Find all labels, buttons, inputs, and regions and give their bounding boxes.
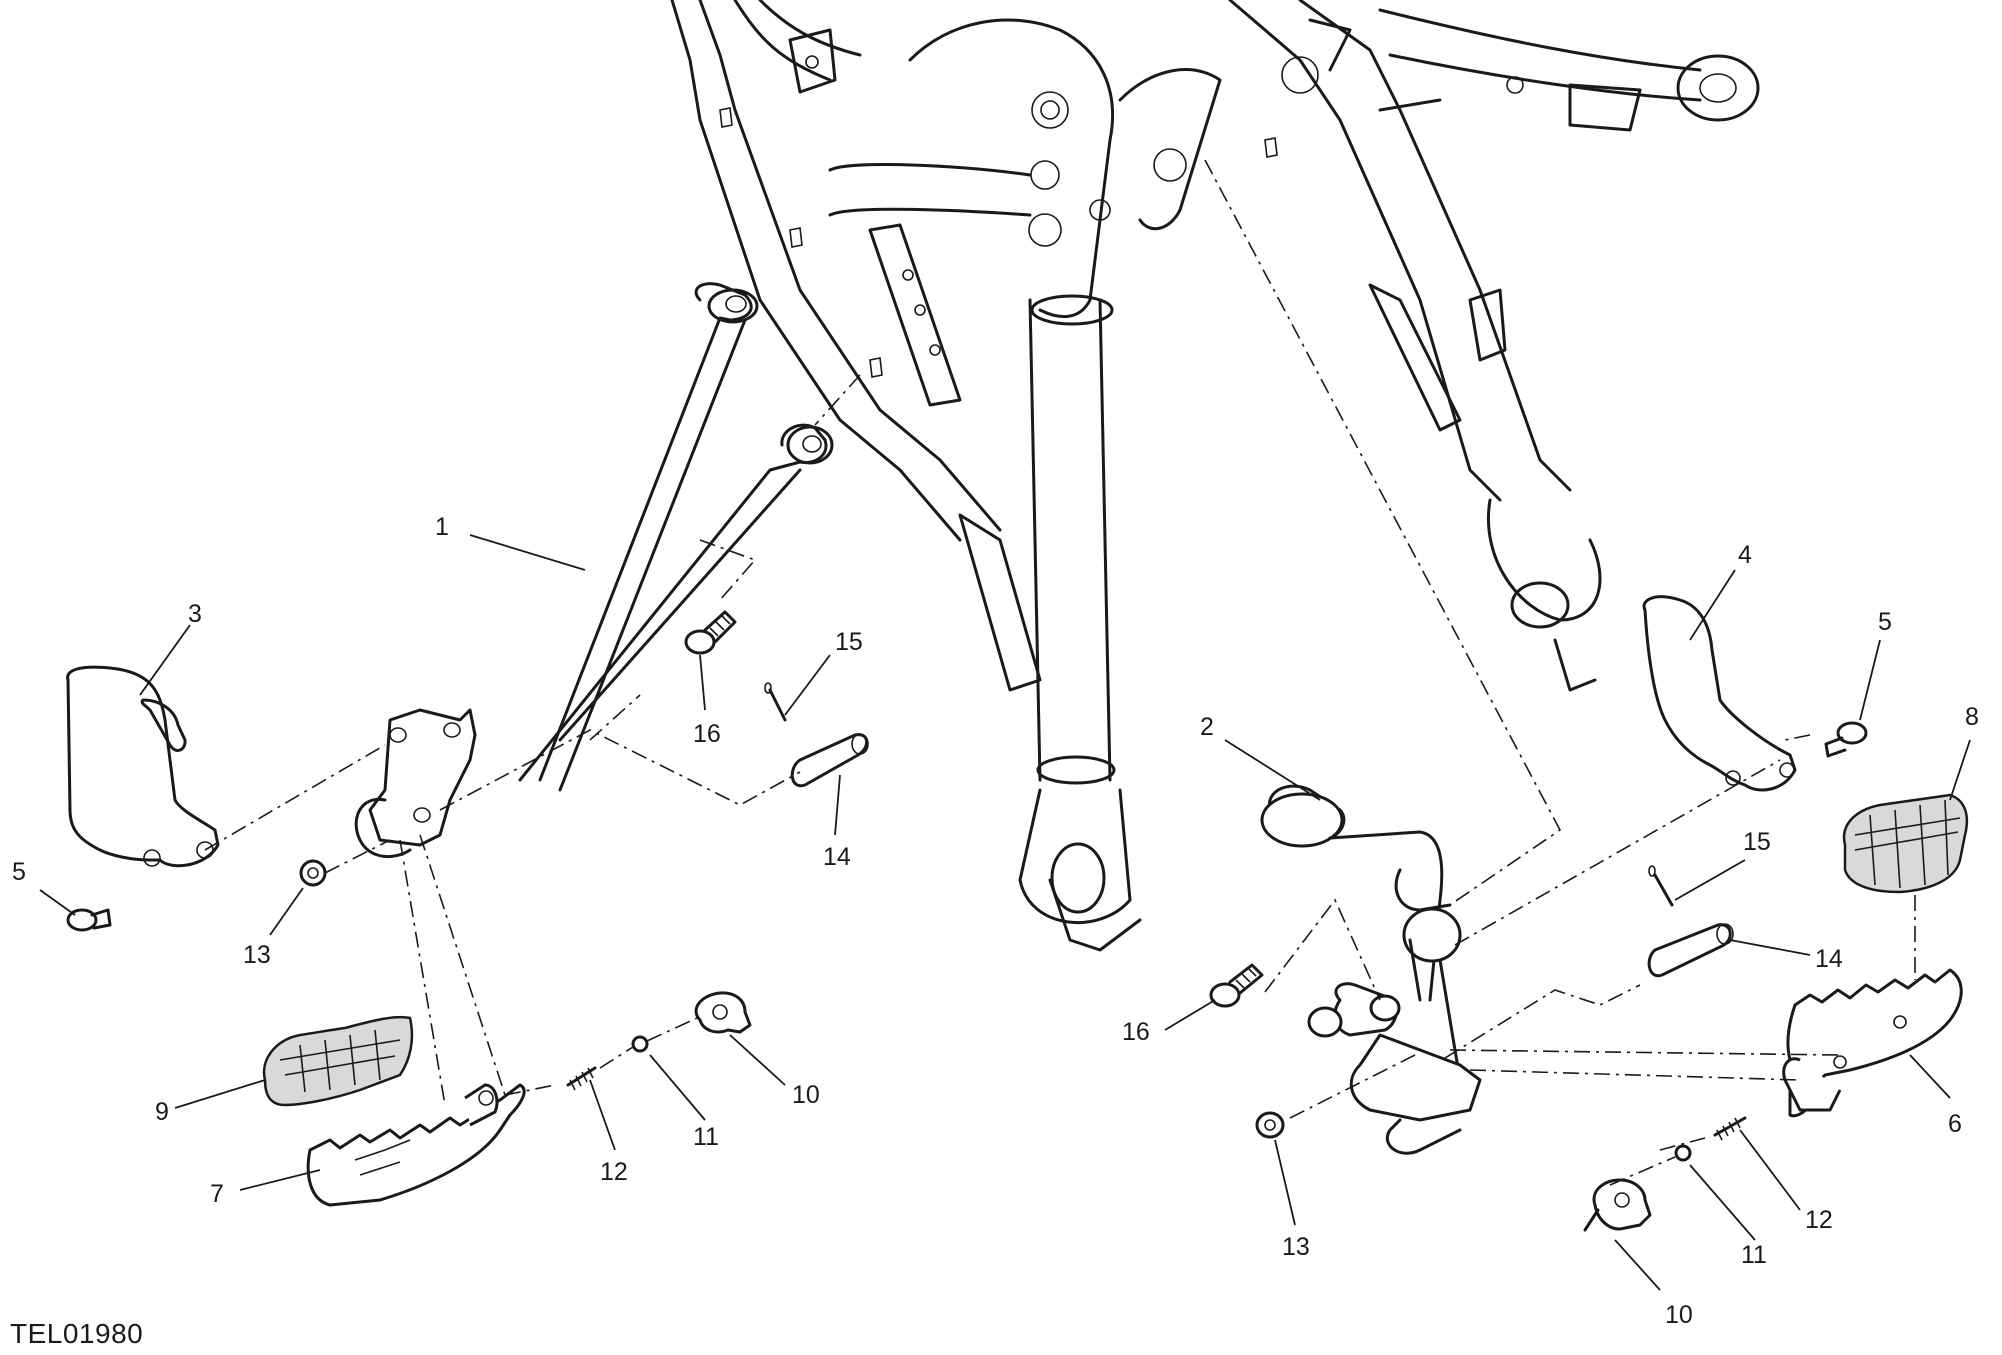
callout-6: 6 (1948, 1110, 1962, 1138)
callout-11-right: 11 (1741, 1241, 1767, 1269)
callout-15-right: 15 (1743, 828, 1771, 856)
callout-14-right: 14 (1815, 945, 1843, 973)
callout-7: 7 (210, 1180, 224, 1208)
callout-9: 9 (155, 1098, 169, 1126)
callout-2: 2 (1200, 713, 1214, 741)
right-footpeg (1782, 793, 1969, 1118)
right-heel-guard (1642, 595, 1797, 792)
callout-3: 3 (188, 600, 202, 628)
left-footpeg-bracket (354, 282, 834, 859)
drawing-code: TEL01980 (10, 1318, 144, 1349)
callout-12-right: 12 (1805, 1206, 1833, 1234)
motorcycle-frame (670, 0, 1760, 952)
callout-15-left: 15 (835, 628, 863, 656)
left-assembly-lines (204, 374, 861, 1106)
callout-1: 1 (435, 513, 449, 541)
callout-11-left: 11 (693, 1123, 719, 1151)
callout-16-left: 16 (693, 720, 721, 748)
right-assembly-lines (1204, 159, 1916, 1186)
callout-5-right: 5 (1878, 608, 1892, 636)
callout-5-left: 5 (12, 858, 26, 886)
left-footpeg (262, 1015, 526, 1207)
callout-12-left: 12 (600, 1158, 628, 1186)
callout-13-left: 13 (243, 941, 271, 969)
left-bolts-and-pins (66, 610, 869, 1091)
right-footpeg-bracket (1260, 784, 1482, 1155)
callout-labels: 1 2 3 4 5 5 6 7 8 9 10 10 11 11 12 12 13… (12, 513, 1979, 1329)
callout-10-right: 10 (1665, 1301, 1693, 1329)
left-heel-guard (66, 665, 220, 868)
callout-13-right: 13 (1282, 1233, 1310, 1261)
callout-8: 8 (1965, 703, 1979, 731)
callout-14-left: 14 (823, 843, 851, 871)
callout-10-left: 10 (792, 1081, 820, 1109)
callout-16-right: 16 (1122, 1018, 1150, 1046)
callout-4: 4 (1738, 541, 1752, 569)
callout-leaders (39, 534, 1971, 1291)
right-bolts-and-pins (1209, 721, 1868, 1232)
